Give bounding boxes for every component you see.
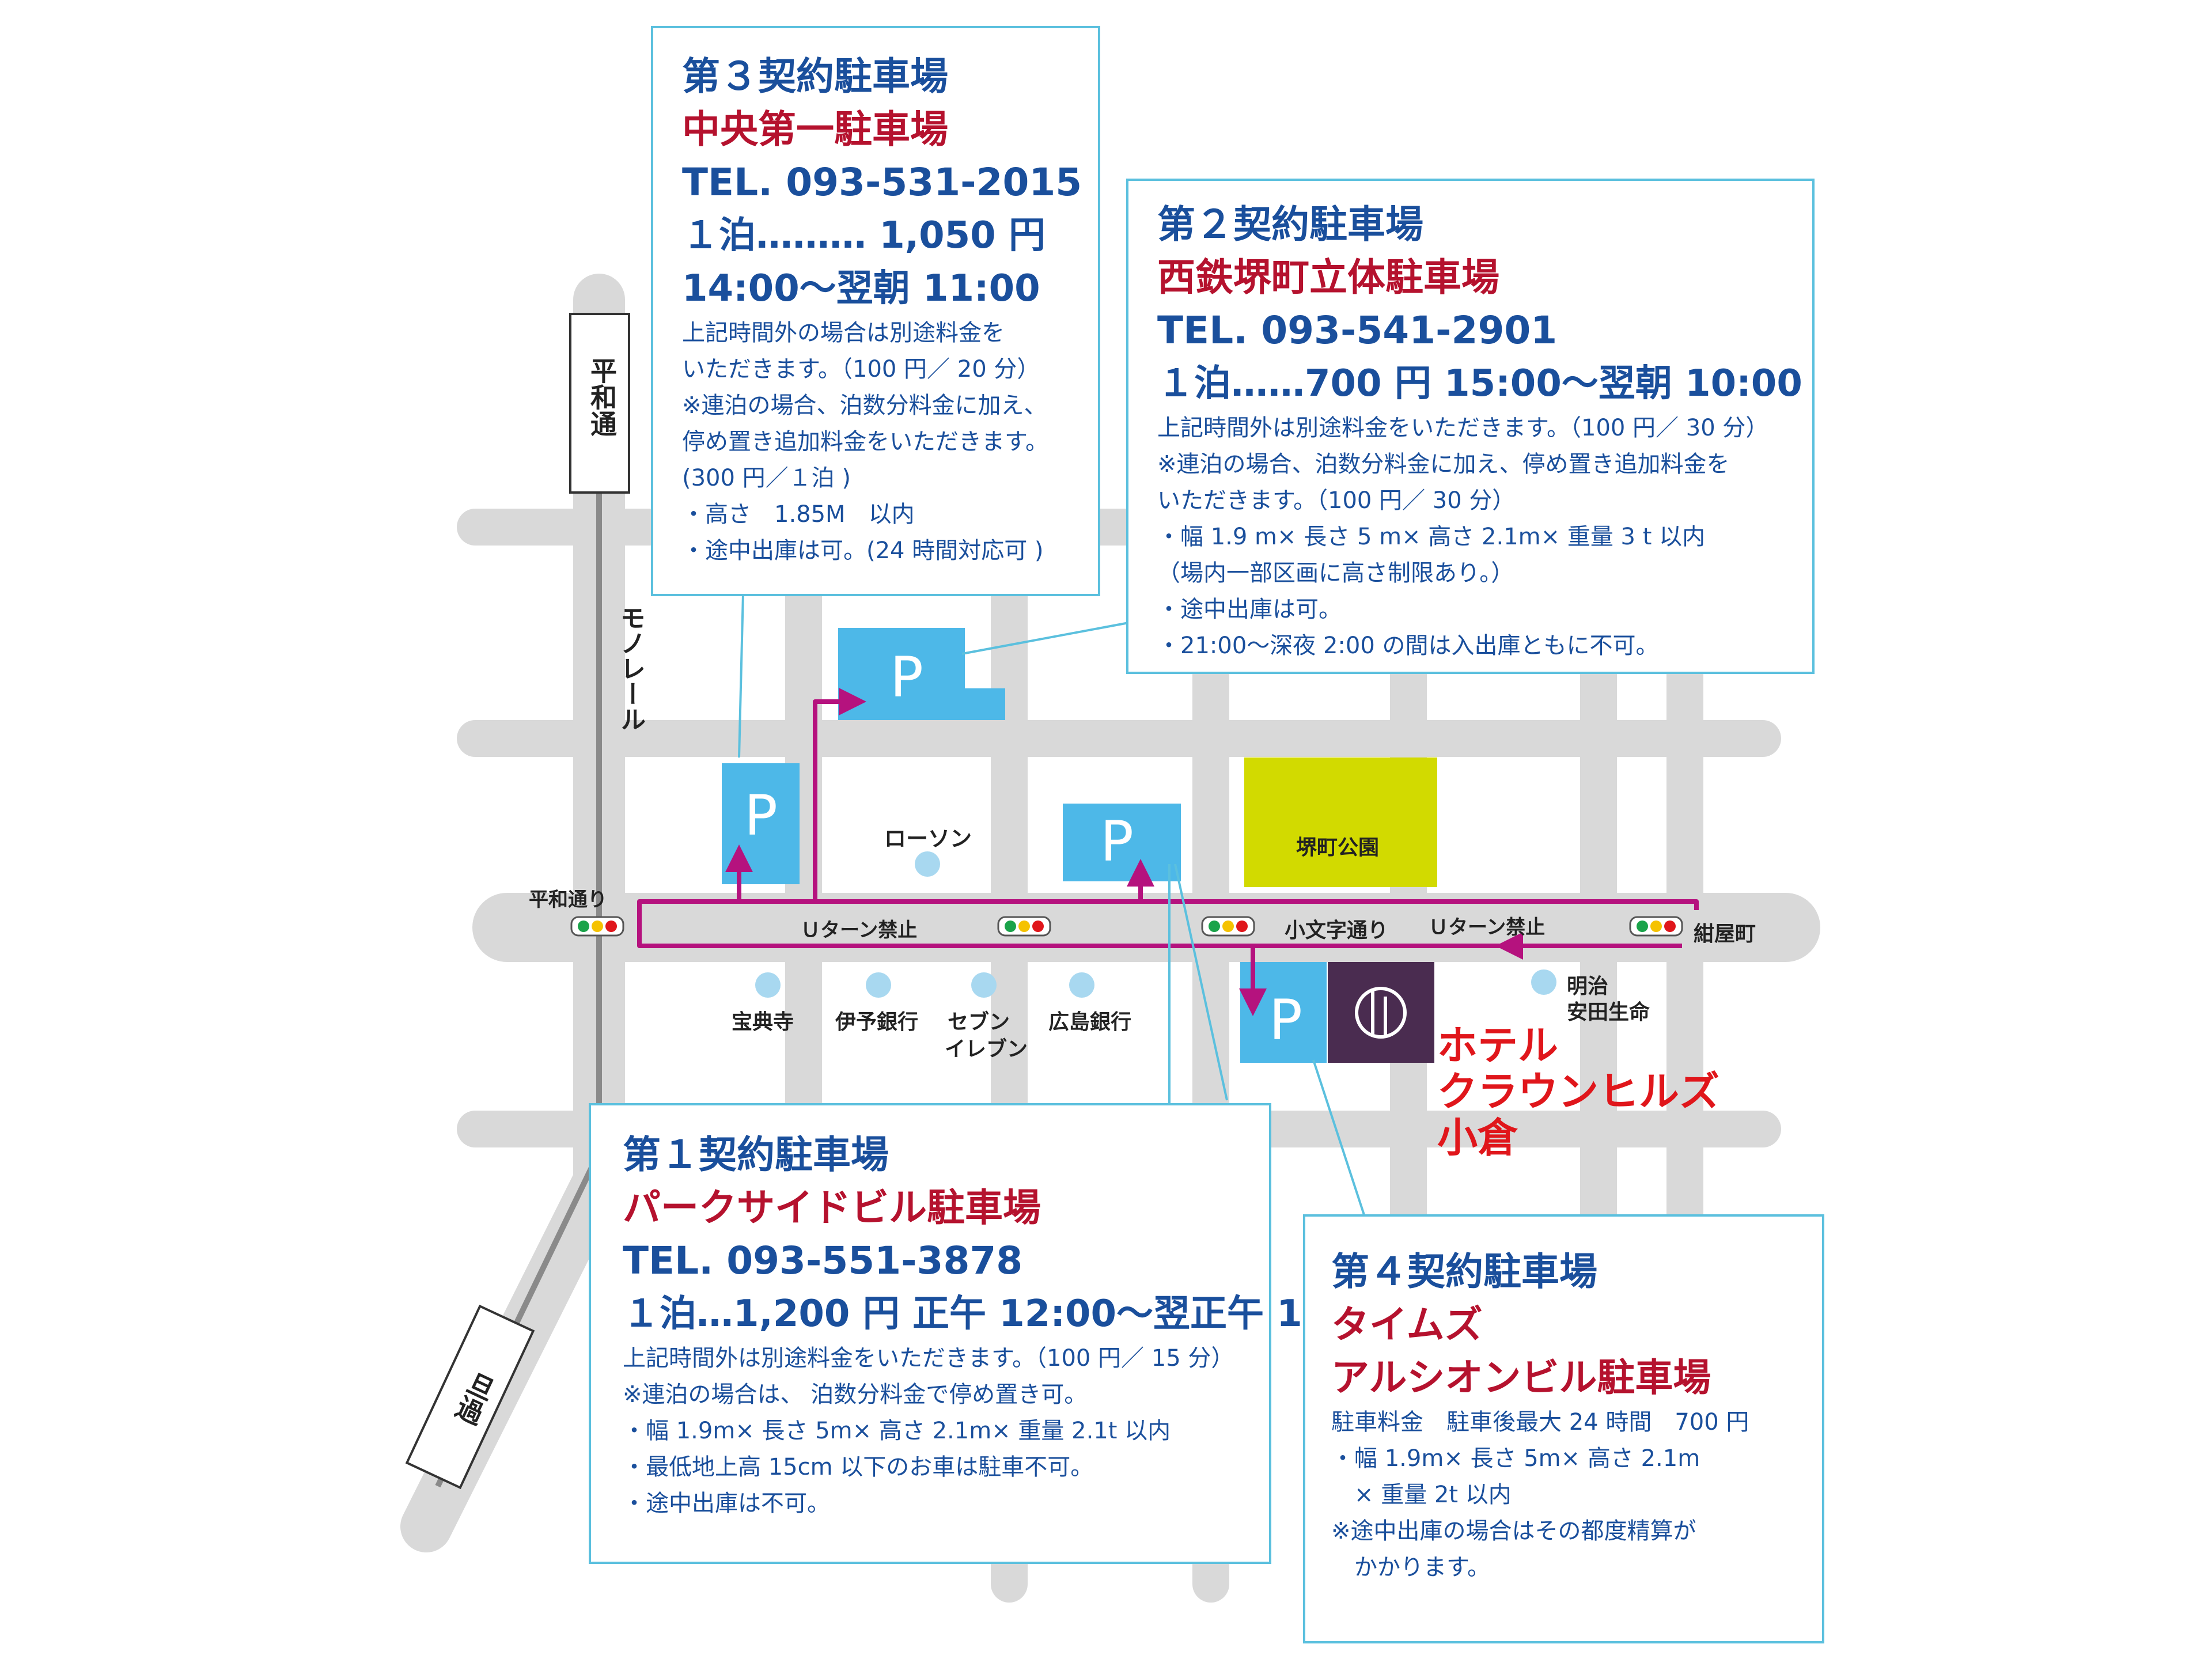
parking-lot1[interactable]	[1063, 804, 1181, 881]
lot2-title: 第２契約駐車場	[1157, 202, 1423, 247]
lot2-note: いただきます。（100 円／ 30 分）	[1157, 487, 1516, 514]
lot1-note: ・途中出庫は不可。	[623, 1490, 830, 1517]
lot3-note: 停め置き追加料金をいただきます。	[682, 429, 1048, 455]
leader-lot4b	[1312, 1059, 1366, 1219]
lot2-note: 上記時間外は別途料金をいただきます。（100 円／ 30 分）	[1157, 415, 1769, 441]
seven-eleven-label-2: イレブン	[945, 1037, 1028, 1061]
hotel-logo-icon	[1355, 987, 1407, 1039]
hiroshima-bank-dot	[1069, 972, 1094, 998]
lot1-note: 上記時間外は別途料金をいただきます。（100 円／ 15 分）	[623, 1345, 1234, 1372]
route-to-lot2	[813, 688, 866, 902]
route-loop	[637, 899, 1699, 948]
u-turn-left-label: Ｕターン禁止	[801, 919, 918, 942]
sakaimachi-park-label: 堺町公園	[1296, 836, 1380, 859]
tankagawa-sign	[405, 1304, 535, 1490]
seven-eleven-label-1: セブン	[948, 1010, 1010, 1034]
heiwa-dori-sign	[569, 313, 630, 494]
hotel-name-line1: ホテル	[1437, 1022, 1558, 1069]
lot3-note: ・途中出庫は可。(24 時間対応可 )	[682, 537, 1044, 564]
parking-lot2[interactable]	[838, 628, 1005, 720]
iyo-bank-label: 伊予銀行	[835, 1010, 919, 1034]
lot2-price: １泊……700 円 15:00〜翌朝 10:00	[1157, 362, 1802, 405]
lot3-name: 中央第一駐車場	[682, 107, 948, 151]
lot1-note: ・幅 1.9m× 長さ 5m× 高さ 2.1m× 重量 2.1t 以内	[623, 1418, 1171, 1444]
landmark-dots	[755, 851, 1556, 998]
parking-mark-lot4[interactable]: P	[1269, 988, 1302, 1052]
lot1-note: ・最低地上高 15cm 以下のお車は駐車不可。	[623, 1454, 1094, 1480]
u-turn-right-label: Ｕターン禁止	[1429, 916, 1546, 939]
access-route	[637, 688, 1699, 1016]
meiji-label-2: 安田生命	[1567, 1001, 1650, 1024]
lot3-note: ※連泊の場合、泊数分料金に加え、	[682, 392, 1047, 419]
traffic-signal-1	[570, 916, 624, 937]
lot2-note: （場内一部区画に高さ制限あり。）	[1157, 560, 1514, 586]
route-to-lot4	[1239, 944, 1417, 1016]
lawson-dot	[915, 851, 940, 877]
lot3-note: いただきます。（100 円／ 20 分）	[682, 356, 1040, 382]
lot3-hours: 14:00〜翌朝 11:00	[682, 267, 1040, 310]
lot2-note: ・幅 1.9 m× 長さ 5 m× 高さ 2.1m× 重量 3 t 以内	[1157, 524, 1706, 550]
lot1-price: １泊…1,200 円 正午 12:00〜翌正午 12:00	[623, 1293, 1394, 1335]
hotel-building	[1328, 962, 1434, 1063]
lot1-name: パークサイドビル駐車場	[623, 1185, 1041, 1230]
lot1-tel[interactable]: TEL. 093-551-3878	[623, 1238, 1023, 1283]
lot4-note: ・幅 1.9m× 長さ 5m× 高さ 2.1m	[1331, 1445, 1700, 1472]
hotel-name-line3: 小倉	[1437, 1114, 1518, 1161]
lot3-note: 上記時間外の場合は別途料金を	[682, 320, 1005, 346]
parking-mark-lot2[interactable]: P	[890, 645, 923, 710]
sakaimachi-park	[1244, 757, 1437, 887]
lot4-info-box: 第４契約駐車場 タイムズ アルシオンビル駐車場 駐車料金 駐車後最大 24 時間…	[1303, 1214, 1824, 1643]
leader-lot4a	[1174, 863, 1228, 1101]
lot4-note: かかります。	[1331, 1554, 1490, 1581]
lot2-tel[interactable]: TEL. 093-541-2901	[1157, 308, 1558, 353]
komonji-dori-label: 小文字通り	[1285, 919, 1389, 942]
meiji-dot	[1531, 969, 1556, 995]
hotenji-dot	[755, 972, 781, 998]
lot2-name: 西鉄堺町立体駐車場	[1157, 255, 1499, 300]
seven-eleven-dot	[971, 972, 997, 998]
hotenji-label: 宝典寺	[732, 1010, 794, 1034]
lot4-title: 第４契約駐車場	[1331, 1249, 1597, 1294]
lot4-note: × 重量 2t 以内	[1331, 1482, 1512, 1508]
lawson-label: ローソン	[884, 826, 972, 851]
lot1-info-box: 第１契約駐車場 パークサイドビル駐車場 TEL. 093-551-3878 １泊…	[589, 1103, 1394, 1564]
lot1-note: ※連泊の場合は、 泊数分料金で停め置き可。	[623, 1381, 1088, 1408]
heiwa-dori-label: 平和通り	[529, 888, 607, 911]
hiroshima-bank-label: 広島銀行	[1048, 1010, 1132, 1034]
traffic-signal-4	[1629, 916, 1683, 937]
lot1-title: 第１契約駐車場	[623, 1132, 889, 1177]
lot3-price: １泊……… 1,050 円	[682, 214, 1046, 257]
lot2-note: ※連泊の場合、泊数分料金に加え、停め置き追加料金を	[1157, 451, 1730, 478]
parking-mark-lot1[interactable]: P	[1100, 809, 1134, 874]
hotel-name-line2: クラウンヒルズ	[1437, 1068, 1719, 1115]
lot4-note: ※途中出庫の場合はその都度精算が	[1331, 1518, 1696, 1544]
heiwa-dori-vertical-label: 平和通	[586, 357, 618, 437]
lot3-note: (300 円／１泊 )	[682, 465, 851, 491]
leader-lot3	[738, 593, 744, 758]
traffic-signal-2	[997, 916, 1051, 937]
leader-lot2	[961, 621, 1132, 655]
lot3-tel[interactable]: TEL. 093-531-2015	[682, 160, 1082, 204]
meiji-label-1: 明治	[1567, 975, 1609, 998]
leader-lines	[738, 593, 1366, 1219]
iyo-bank-dot	[866, 972, 891, 998]
parking-mark-lot3[interactable]: P	[744, 783, 778, 848]
lot4-note: 駐車料金 駐車後最大 24 時間 700 円	[1331, 1409, 1749, 1435]
lot2-note: ・21:00〜深夜 2:00 の間は入出庫ともに不可。	[1157, 632, 1659, 659]
traffic-signal-3	[1201, 916, 1255, 937]
monorail-label: モノレール	[616, 605, 645, 732]
lot4-name1: タイムズ	[1331, 1302, 1483, 1347]
lot2-info-box: 第２契約駐車場 西鉄堺町立体駐車場 TEL. 093-541-2901 １泊………	[1126, 179, 1815, 674]
lot2-note: ・途中出庫は可。	[1157, 596, 1342, 623]
lot3-title: 第３契約駐車場	[682, 54, 948, 99]
lot4-name2: アルシオンビル駐車場	[1331, 1355, 1711, 1400]
konyamachi-label: 紺屋町	[1694, 922, 1756, 946]
lot3-info-box: 第３契約駐車場 中央第一駐車場 TEL. 093-531-2015 １泊……… …	[651, 26, 1100, 596]
lot3-note: ・高さ 1.85M 以内	[682, 501, 915, 528]
